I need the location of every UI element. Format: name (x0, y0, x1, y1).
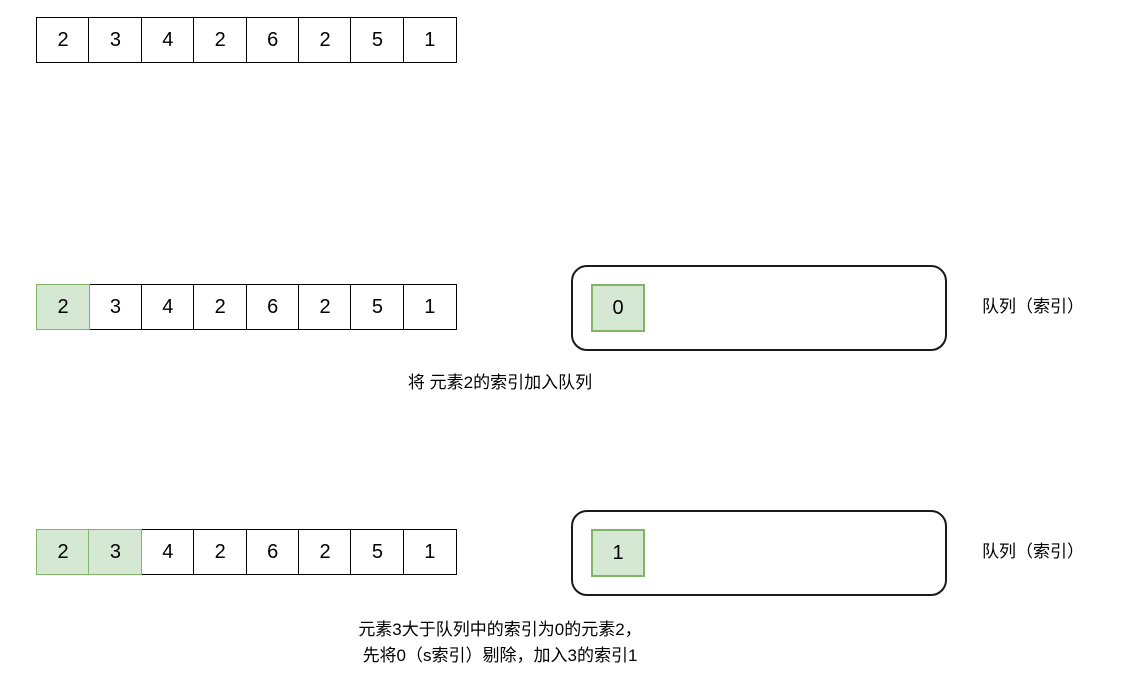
array-cell: 6 (245, 284, 300, 330)
caption-step-2: 元素3大于队列中的索引为0的元素2， 先将0（s索引）剔除，加入3的索引1 (358, 620, 642, 665)
queue-box-step-2: 1 (571, 510, 947, 596)
array-cell: 5 (350, 17, 405, 63)
array-cell: 2 (298, 284, 353, 330)
array-cell-highlighted: 3 (88, 529, 143, 575)
queue-label-step-2: 队列（索引） (982, 542, 1084, 561)
array-cell-highlighted: 2 (36, 284, 90, 330)
queue-slot: 1 (591, 529, 645, 577)
array-cell: 2 (193, 17, 248, 63)
array-cell: 3 (88, 284, 143, 330)
array-cell: 3 (88, 17, 143, 63)
array-cell: 2 (298, 529, 353, 575)
queue-box-step-1: 0 (571, 265, 947, 351)
array-row-initial: 2 3 4 2 6 2 5 1 (36, 17, 457, 63)
array-cell: 4 (140, 529, 195, 575)
array-cell: 2 (193, 284, 248, 330)
array-cell-highlighted: 2 (36, 529, 90, 575)
array-row-step-2: 2 3 4 2 6 2 5 1 (36, 529, 457, 575)
array-cell: 1 (402, 17, 457, 63)
queue-slot: 0 (591, 284, 645, 332)
array-cell: 5 (350, 529, 405, 575)
array-cell: 2 (36, 17, 90, 63)
array-cell: 4 (140, 17, 195, 63)
array-cell: 2 (193, 529, 248, 575)
array-cell: 6 (245, 529, 300, 575)
array-cell: 4 (140, 284, 195, 330)
array-cell: 1 (402, 529, 457, 575)
array-cell: 6 (245, 17, 300, 63)
caption-step-1: 将 元素2的索引加入队列 (407, 373, 593, 392)
queue-label-step-1: 队列（索引） (982, 297, 1084, 316)
array-cell: 2 (298, 17, 353, 63)
array-cell: 5 (350, 284, 405, 330)
array-cell: 1 (402, 284, 457, 330)
array-row-step-1: 2 3 4 2 6 2 5 1 (36, 284, 457, 330)
